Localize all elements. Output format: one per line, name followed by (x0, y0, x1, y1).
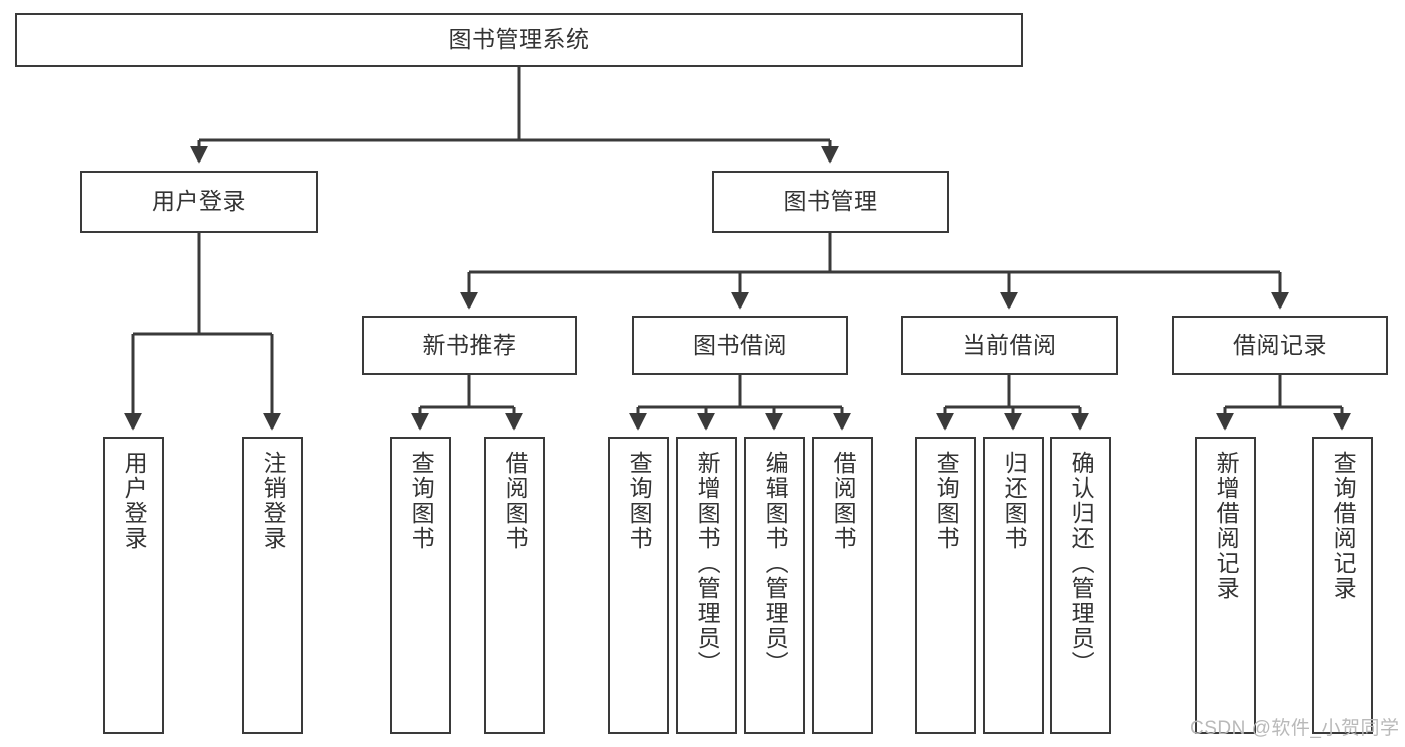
node-label: 新书推荐 (422, 331, 517, 358)
node-label: 当前借阅 (962, 331, 1057, 358)
node-label: 归还图书 (1001, 451, 1028, 551)
node-label: 用户登录 (121, 451, 148, 551)
leaf-current-borrow-confirm-return[interactable]: 确认归还（管理员） (1050, 437, 1111, 734)
leaf-book-borrow-borrow[interactable]: 借阅图书 (812, 437, 873, 734)
watermark-text: CSDN @软件_小贺同学 (1190, 718, 1400, 739)
node-label: 借阅图书 (502, 451, 529, 551)
node-label: 查询借阅记录 (1330, 451, 1357, 601)
leaf-current-borrow-query[interactable]: 查询图书 (915, 437, 976, 734)
leaf-borrow-records-add[interactable]: 新增借阅记录 (1195, 437, 1256, 734)
node-root-system[interactable]: 图书管理系统 (15, 13, 1023, 67)
leaf-new-book-borrow[interactable]: 借阅图书 (484, 437, 545, 734)
leaf-current-borrow-return[interactable]: 归还图书 (983, 437, 1044, 734)
node-book-management[interactable]: 图书管理 (712, 171, 949, 233)
node-book-borrow[interactable]: 图书借阅 (632, 316, 848, 375)
node-label: 确认归还（管理员） (1068, 451, 1095, 676)
node-label: 编辑图书（管理员） (762, 451, 789, 676)
node-label: 图书管理系统 (448, 26, 590, 53)
leaf-book-borrow-add[interactable]: 新增图书（管理员） (676, 437, 737, 734)
node-label: 注销登录 (260, 451, 287, 551)
node-label: 用户登录 (152, 188, 246, 215)
leaf-new-book-query[interactable]: 查询图书 (390, 437, 451, 734)
leaf-book-borrow-query[interactable]: 查询图书 (608, 437, 669, 734)
node-label: 借阅图书 (830, 451, 857, 551)
leaf-borrow-records-query[interactable]: 查询借阅记录 (1312, 437, 1373, 734)
node-borrow-records[interactable]: 借阅记录 (1172, 316, 1388, 375)
leaf-book-borrow-edit[interactable]: 编辑图书（管理员） (744, 437, 805, 734)
leaf-user-login-login[interactable]: 用户登录 (103, 437, 164, 734)
node-label: 图书管理 (783, 188, 878, 215)
node-label: 图书借阅 (693, 331, 787, 358)
node-label: 查询图书 (933, 451, 960, 551)
node-label: 新增图书（管理员） (694, 451, 721, 676)
node-label: 查询图书 (408, 451, 435, 551)
node-user-login[interactable]: 用户登录 (80, 171, 318, 233)
node-label: 新增借阅记录 (1213, 451, 1240, 601)
leaf-user-login-logout[interactable]: 注销登录 (242, 437, 303, 734)
node-new-book-recommend[interactable]: 新书推荐 (362, 316, 577, 375)
node-current-borrow[interactable]: 当前借阅 (901, 316, 1118, 375)
node-label: 查询图书 (626, 451, 653, 551)
node-label: 借阅记录 (1233, 331, 1327, 358)
